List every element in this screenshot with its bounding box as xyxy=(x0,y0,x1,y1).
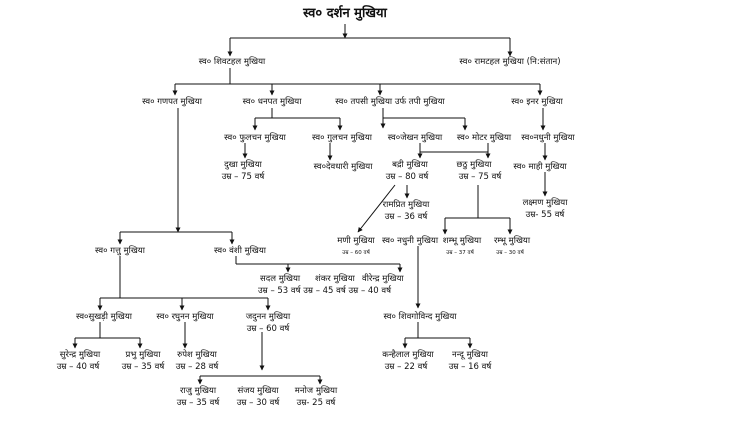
node-raju-age: उम्र – 35 वर्ष xyxy=(176,398,220,408)
node-inar: स्व० इनर मुखिया xyxy=(511,97,563,107)
node-raju: राजु मुखिया xyxy=(179,386,217,396)
node-gattu: स्व० गत्तु मुखिया xyxy=(95,246,145,256)
node-shambhu-age: उम्र – 37 वर्ष xyxy=(446,250,474,256)
node-rampreet: रामप्रित मुखिया xyxy=(382,200,430,210)
node-mani: मणी मुखिया xyxy=(337,236,375,246)
node-rampreet-age: उम्र – 36 वर्ष xyxy=(384,212,428,222)
node-sadal: सदल मुखिया xyxy=(260,274,301,284)
node-ganpat: स्व० गणपत मुखिया xyxy=(142,97,202,107)
node-kanhailal-age: उम्र – 22 वर्ष xyxy=(384,362,428,372)
node-sanjay-age: उम्र – 30 वर्ष xyxy=(236,398,280,408)
node-devdhari: स्व०देवधारी मुखिया xyxy=(313,162,373,172)
node-manoj-age: उम्र- 25 वर्ष xyxy=(296,398,336,408)
node-jadunan: जदुनन मुखिया xyxy=(245,312,291,322)
node-lakshman-age: उम्र- 55 वर्ष xyxy=(525,210,565,220)
node-shivtahal: स्व० शिवटहल मुखिया xyxy=(198,57,266,67)
node-surendra-age: उम्र – 40 वर्ष xyxy=(56,362,100,372)
node-prabhu: प्रभु मुखिया xyxy=(125,350,161,360)
node-ages-row: उम्र – 53 वर्ष उम्र – 45 वर्ष उम्र – 40 … xyxy=(258,286,392,296)
node-badri: बद्री मुखिया xyxy=(392,160,428,170)
node-jadunan-age: उम्र – 60 वर्ष xyxy=(246,324,290,334)
node-raghunan: स्व० रघुनन मुखिया xyxy=(156,312,214,322)
node-dhanpat: स्व० धनपत मुखिया xyxy=(242,97,302,107)
node-lakshman: लक्ष्मण मुखिया xyxy=(522,198,568,208)
node-rupesh-age: उम्र – 28 वर्ष xyxy=(175,362,219,372)
node-sanjay: संजय मुखिया xyxy=(237,386,279,396)
node-motar: स्व० मोटर मुखिया xyxy=(456,133,512,143)
node-nandu-age: उम्र – 16 वर्ष xyxy=(448,362,492,372)
node-shambhu: शम्भू मुखिया xyxy=(442,236,482,246)
node-jekhan: स्व०जेखन मुखिया xyxy=(387,133,443,143)
node-chhatu: छठु मुखिया xyxy=(456,160,492,170)
node-dukha: दुखा मुखिया xyxy=(224,160,262,170)
node-dukha-age: उम्र – 75 वर्ष xyxy=(221,172,265,182)
node-manoj: मनोज मुखिया xyxy=(294,386,338,396)
node-nandhuni-inar: स्व०नधुनी मुखिया xyxy=(521,133,575,143)
node-shankar: शंकर मुखिया xyxy=(315,274,355,284)
node-nandu: नन्दू मुखिया xyxy=(452,350,488,360)
node-badri-age: उम्र – 80 वर्ष xyxy=(385,172,429,182)
node-nandhuni-tapsi: स्व० नधुनी मुखिया xyxy=(381,236,439,246)
node-rambhu: रम्भू मुखिया xyxy=(493,236,531,246)
node-sukhdi: स्व०सुखड़ी मुखिया xyxy=(76,312,132,322)
node-fulchan: स्व० फुलचन मुखिया xyxy=(224,133,286,143)
node-mani-age: उम्र – 60 वर्ष xyxy=(342,250,370,256)
node-prabhu-age: उम्र – 35 वर्ष xyxy=(121,362,165,372)
node-tapsi: स्व० तपसी मुखिया उर्फ तपी मुखिया xyxy=(335,97,445,107)
node-ramtahal: स्व० रामटहल मुखिया (नि:संतान) xyxy=(459,57,561,67)
node-vanshi: स्व० वंशी मुखिया xyxy=(214,246,266,256)
node-surendra: सुरेन्द्र मुखिया xyxy=(59,350,101,360)
node-shivgovind: स्व० शिवगोविन्द मुखिया xyxy=(383,312,457,322)
node-rupesh: रुपेश मुखिया xyxy=(177,350,217,360)
node-gulchan: स्व० गुलचन मुखिया xyxy=(312,133,372,143)
node-kanhailal: कन्हैलाल मुखिया xyxy=(382,350,434,360)
node-rambhu-age: उम्र – 30 वर्ष xyxy=(496,250,524,256)
node-mahi: स्व० माही मुखिया xyxy=(513,162,567,172)
node-virendra: वीरेन्द्र मुखिया xyxy=(362,274,404,284)
node-chhatu-age: उम्र – 75 वर्ष xyxy=(458,172,502,182)
root-title: स्व० दर्शन मुखिया xyxy=(303,6,387,21)
